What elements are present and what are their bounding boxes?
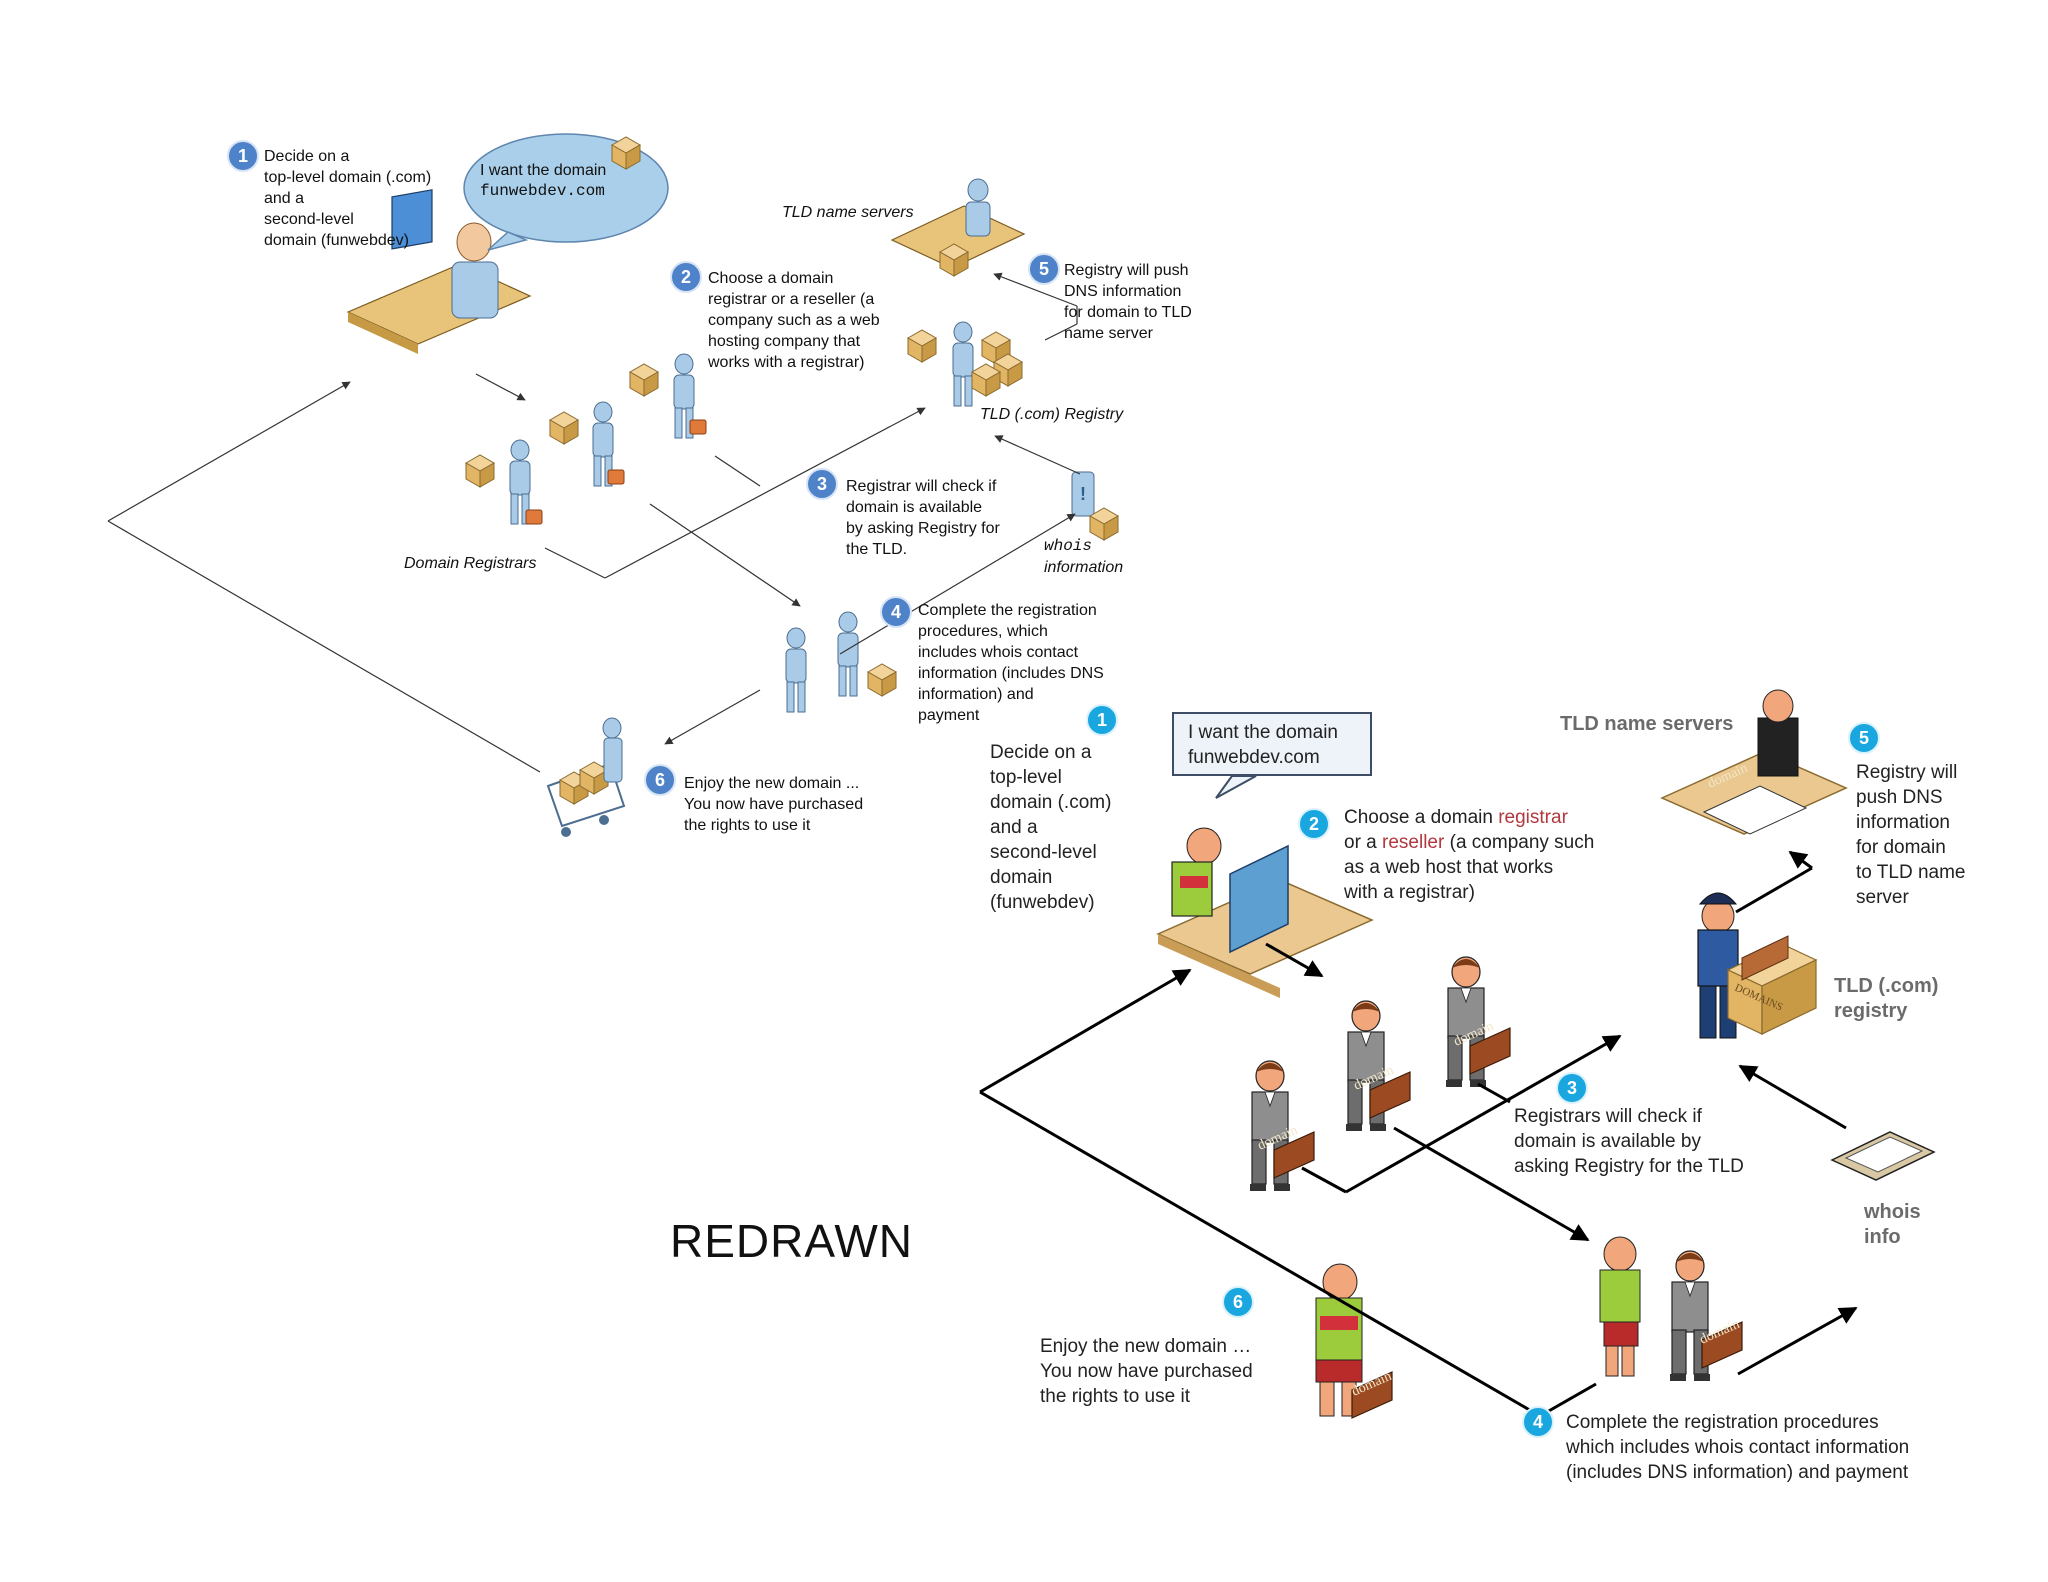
step-6-badge-new: 6: [1222, 1286, 1254, 1318]
tld-name-servers-icon-old: [890, 178, 1026, 277]
whois-info-icon-old: !: [1071, 471, 1119, 541]
speech-pointer-new: [1215, 775, 1257, 799]
speech-bubble-old: [463, 133, 669, 251]
original-arrows: [107, 272, 1081, 773]
step-3-badge-new: 3: [1556, 1072, 1588, 1104]
step-6-text-new: Enjoy the new domain …You now have purch…: [1040, 1336, 1253, 1407]
domains-box-icon: [1726, 935, 1818, 1035]
tld-name-servers-label-old: TLD name servers: [782, 204, 914, 221]
shopping-cart-icon-old: [546, 717, 626, 837]
domain-registrars-label-old: Domain Registrars: [404, 555, 537, 572]
tld-name-servers-icon-new: [1660, 689, 1848, 835]
handshake-icon-old: [785, 611, 897, 713]
step-4-badge-new: 4: [1522, 1406, 1554, 1438]
tld-name-servers-label-new: TLD name servers: [1560, 713, 1734, 735]
step-2-badge-new: 2: [1298, 808, 1330, 840]
svg-text:!: !: [1080, 484, 1086, 504]
desk-user-icon: [346, 189, 532, 354]
step-5-badge-new: 5: [1848, 722, 1880, 754]
step-5-badge-old: 5: [1028, 253, 1060, 285]
step-3-badge-old: 3: [806, 468, 838, 500]
step-6-badge-old: 6: [644, 764, 676, 796]
step-2-badge-old: 2: [670, 261, 702, 293]
redrawn-title: REDRAWN: [670, 1215, 913, 1267]
step-6-text-old: Enjoy the new domain ...You now have pur…: [684, 775, 864, 834]
step-1-badge-old: 1: [227, 140, 259, 172]
tld-registry-label-old: TLD (.com) Registry: [980, 406, 1124, 423]
whois-clipboard-icon: [1830, 1131, 1936, 1181]
handshake-icon-new: [1599, 1236, 1743, 1382]
domain-registrars-icon: [465, 353, 707, 525]
tld-registry-icon-old: [907, 321, 1023, 407]
step-2-text-new: Choose a domain registrar or a reseller …: [1344, 807, 1595, 903]
step-1-badge-new: 1: [1086, 704, 1118, 736]
desk-user-icon-new: [1156, 827, 1374, 998]
step-4-badge-old: 4: [880, 596, 912, 628]
tld-registry-label-new: TLD (.com)registry: [1834, 975, 1939, 1022]
